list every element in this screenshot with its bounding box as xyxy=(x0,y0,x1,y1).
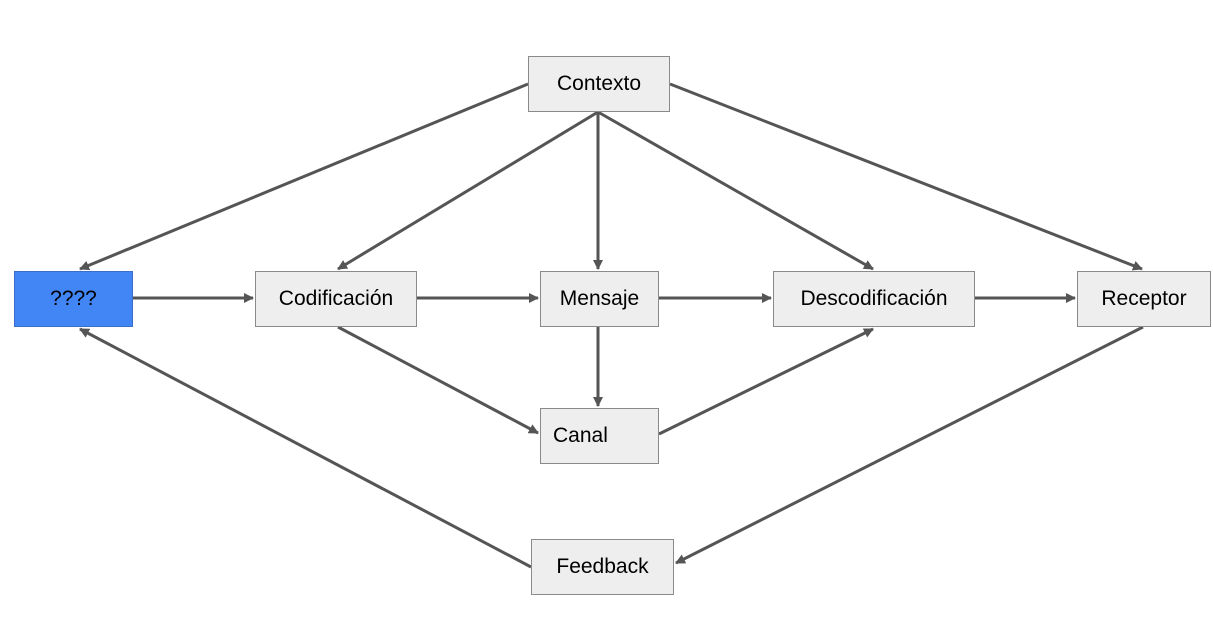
node-contexto: Contexto xyxy=(528,56,670,112)
node-feedback: Feedback xyxy=(531,539,674,595)
edge-feedback-to-emisor xyxy=(79,327,532,569)
node-mensaje: Mensaje xyxy=(540,271,659,327)
node-codificacion: Codificación xyxy=(255,271,417,327)
edge-contexto-to-emisor xyxy=(79,82,529,271)
node-emisor: ???? xyxy=(14,271,133,327)
edge-contexto-to-descodificacion xyxy=(597,110,874,271)
edge-contexto-to-codificacion xyxy=(337,110,599,271)
edge-receptor-to-feedback xyxy=(675,325,1144,565)
node-receptor: Receptor xyxy=(1077,271,1211,327)
edge-codificacion-to-canal xyxy=(337,325,539,435)
node-descodificacion: Descodificación xyxy=(773,271,975,327)
node-canal: Canal xyxy=(540,408,659,464)
edge-contexto-to-receptor xyxy=(669,82,1143,271)
edge-canal-to-descodificacion xyxy=(658,327,874,436)
